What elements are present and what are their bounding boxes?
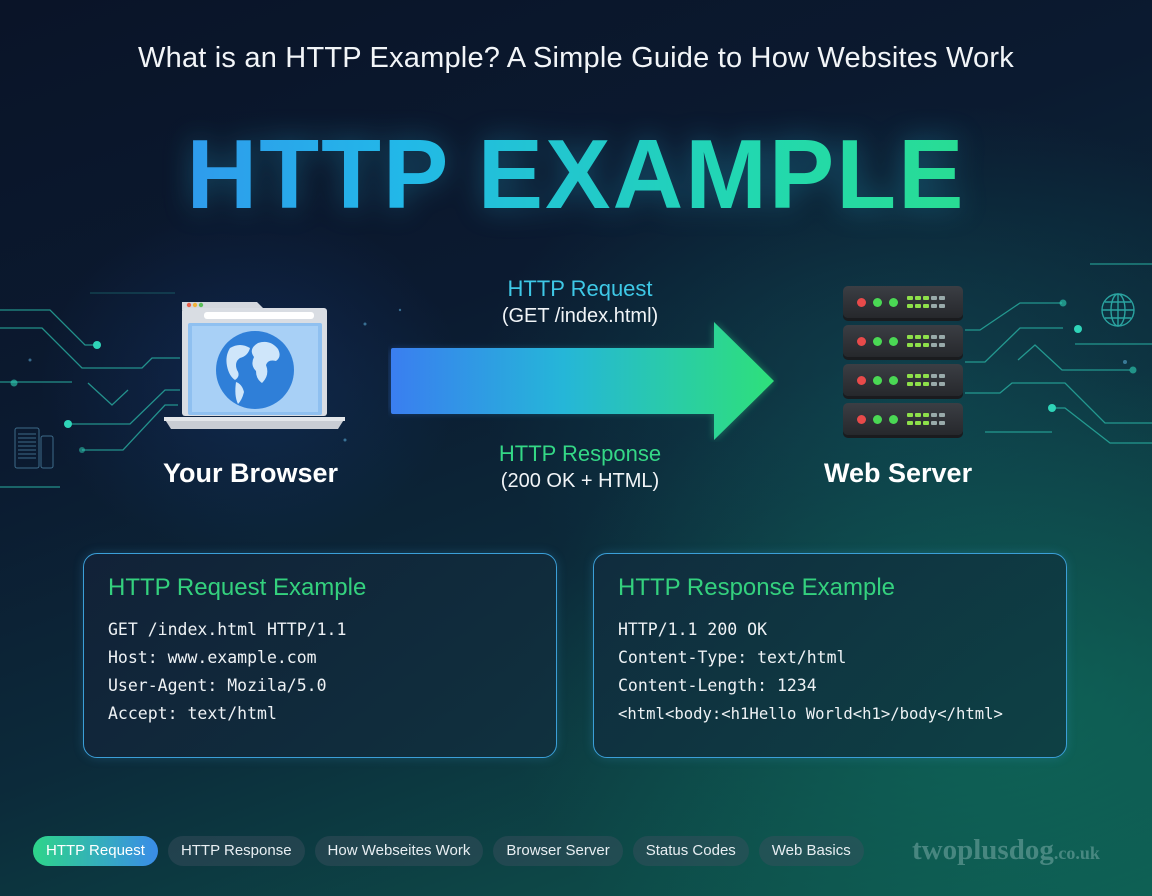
server-rack-icon (843, 286, 965, 438)
page-subtitle: What is an HTTP Example? A Simple Guide … (138, 42, 1014, 74)
code-line: Accept: text/html (108, 704, 277, 723)
request-card-title: HTTP Request Example (108, 574, 367, 601)
request-example-card: HTTP Request Example GET /index.html HTT… (83, 553, 557, 758)
code-line: Content-Type: text/html (618, 648, 847, 667)
tag-web-basics[interactable]: Web Basics (758, 836, 864, 866)
server-unit (843, 364, 963, 396)
hero-title: HTTP EXAMPLE (0, 118, 1152, 231)
code-line: HTTP/1.1 200 OK (618, 620, 768, 639)
brand-name: twoplusdog (912, 834, 1054, 866)
brand-watermark: twoplusdog.co.uk (912, 834, 1100, 867)
tag-browser-server[interactable]: Browser Server (493, 836, 623, 866)
tablet-phone-icon (14, 427, 54, 469)
code-line: <html<body:<h1Hello World<h1>/body</html… (618, 705, 1003, 723)
laptop-globe-icon (164, 302, 345, 429)
response-flow-detail: (200 OK + HTML) (500, 470, 660, 492)
response-card-title: HTTP Response Example (618, 574, 896, 601)
brand-suffix: .co.uk (1053, 843, 1100, 863)
server-label: Web Server (824, 458, 973, 488)
code-line: GET /index.html HTTP/1.1 (108, 620, 347, 639)
response-example-card: HTTP Response Example HTTP/1.1 200 OK Co… (593, 553, 1067, 758)
browser-label: Your Browser (163, 458, 339, 488)
code-line: User-Agent: Mozila/5.0 (108, 676, 327, 695)
tag-how-websites-work[interactable]: How Webseites Work (314, 836, 484, 866)
code-line: Content-Length: 1234 (618, 676, 817, 695)
server-unit (843, 403, 963, 435)
request-flow-title: HTTP Request (507, 276, 653, 301)
tag-status-codes[interactable]: Status Codes (632, 836, 749, 866)
code-line: Host: www.example.com (108, 648, 317, 667)
tag-http-response[interactable]: HTTP Response (167, 836, 305, 866)
tag-http-request[interactable]: HTTP Request (33, 836, 158, 866)
server-unit (843, 325, 963, 357)
server-unit (843, 286, 963, 318)
response-flow-title: HTTP Response (498, 441, 662, 466)
globe-icon (1101, 293, 1135, 327)
request-flow-detail: (GET /index.html) (501, 305, 659, 327)
tag-list: HTTP Request HTTP Response How Webseites… (33, 836, 864, 866)
arrow-right-icon (391, 322, 774, 440)
